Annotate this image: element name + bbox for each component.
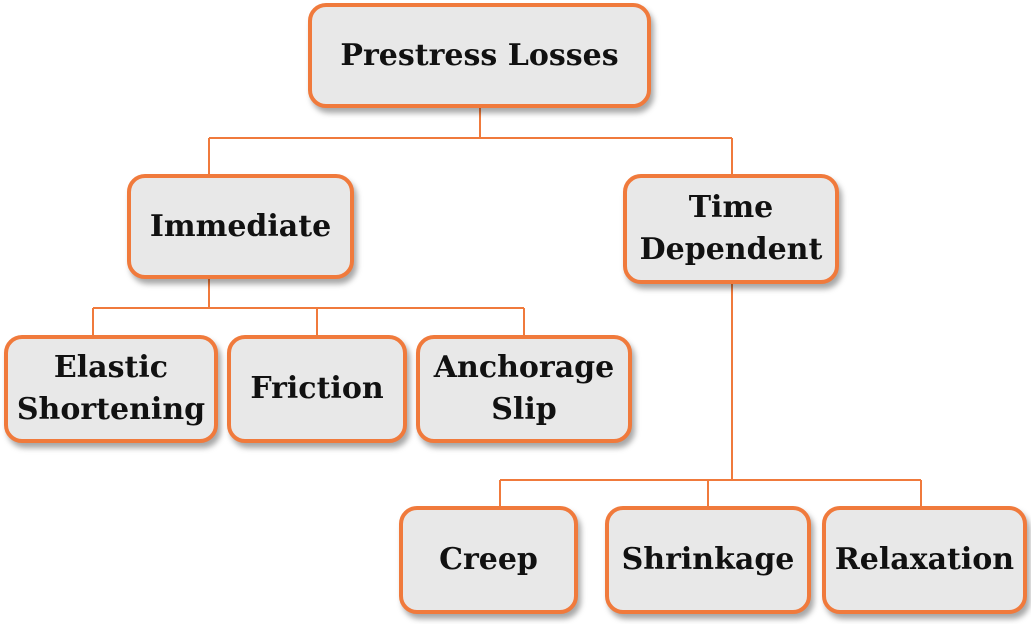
node-time-dependent: Time Dependent (623, 174, 839, 284)
node-relaxation-label: Relaxation (834, 542, 1015, 577)
node-immediate: Immediate (127, 174, 354, 279)
node-shrinkage-label: Shrinkage (621, 542, 795, 577)
node-shrinkage: Shrinkage (605, 506, 811, 614)
node-relaxation: Relaxation (822, 506, 1027, 614)
node-elastic-shortening: Elastic Shortening (4, 335, 218, 443)
node-prestress-losses-label: Prestress Losses (340, 37, 619, 73)
node-immediate-label: Immediate (149, 208, 332, 244)
node-friction-label: Friction (250, 371, 384, 406)
node-time-dependent-label: Time Dependent (639, 190, 823, 267)
node-friction: Friction (227, 335, 407, 443)
node-prestress-losses: Prestress Losses (308, 3, 651, 108)
node-creep-label: Creep (439, 542, 538, 577)
node-creep: Creep (399, 506, 578, 614)
node-elastic-shortening-label: Elastic Shortening (16, 350, 206, 427)
node-anchorage-slip-label: Anchorage Slip (433, 350, 615, 427)
node-anchorage-slip: Anchorage Slip (416, 335, 632, 443)
